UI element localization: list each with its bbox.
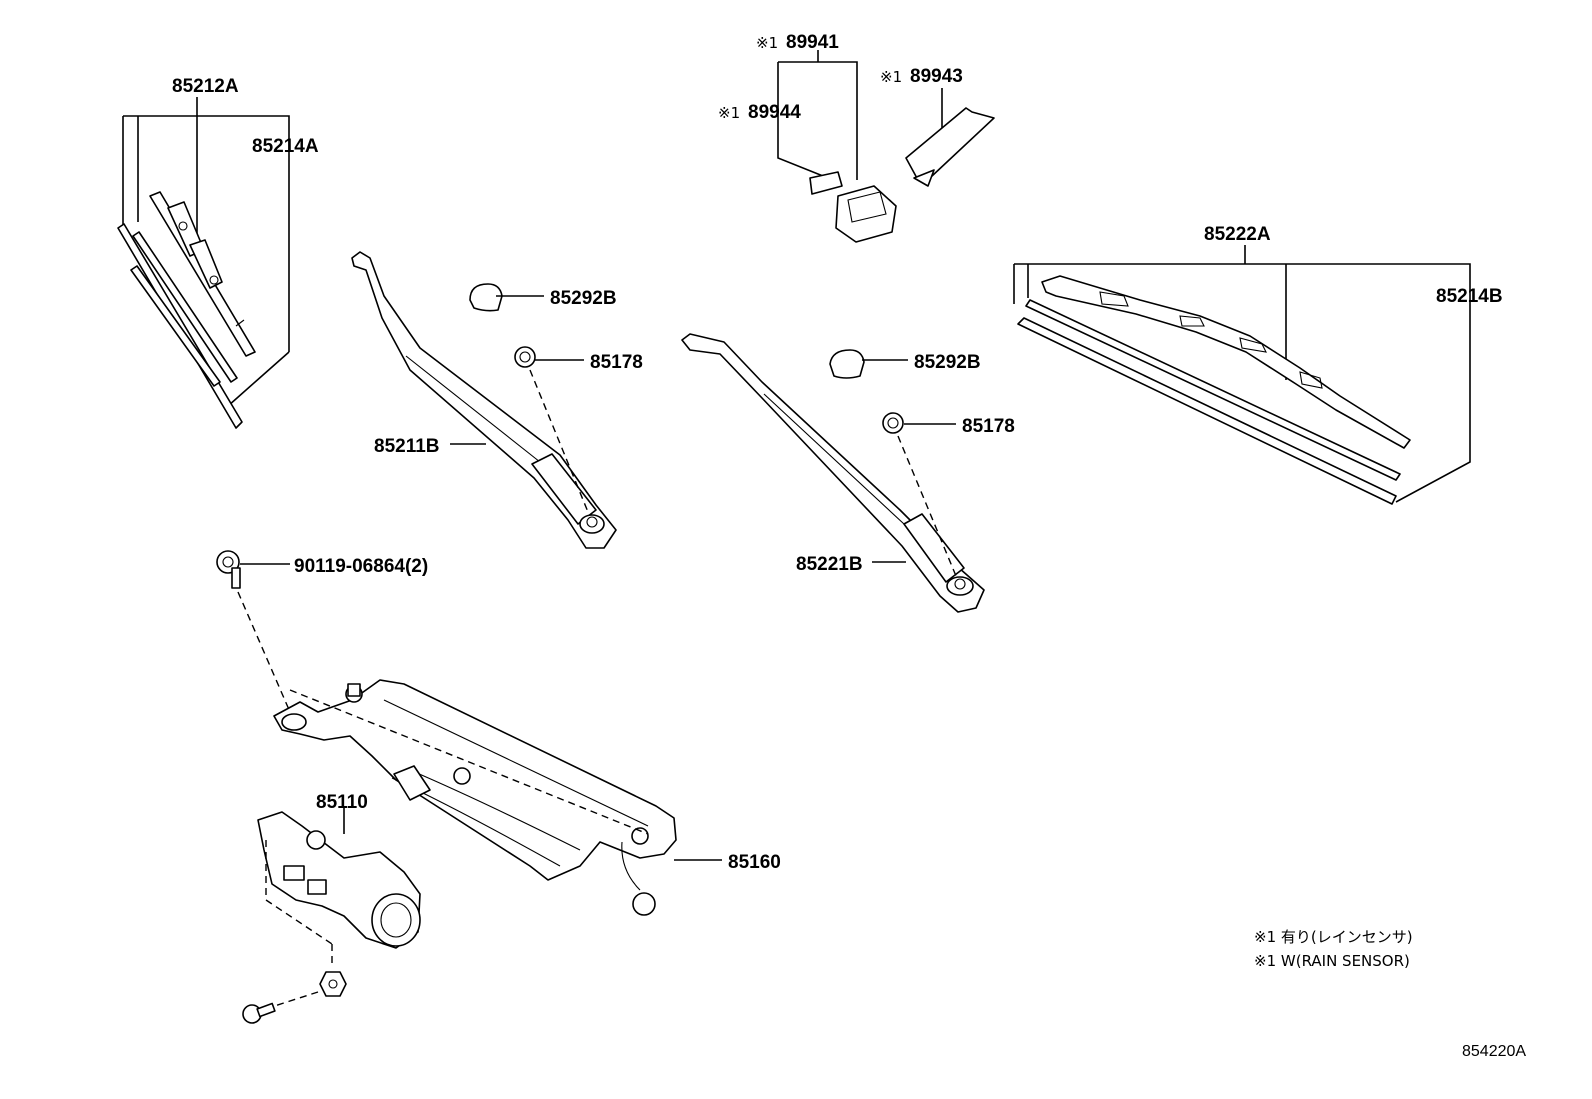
left-arm-nut — [514, 346, 536, 368]
label-85212A: 85212A — [172, 76, 239, 97]
right-arm-cap — [829, 349, 865, 379]
label-89944: 89944 — [748, 102, 801, 123]
label-85211B: 85211B — [374, 436, 440, 457]
mark-89941: ※1 — [756, 34, 778, 52]
note-rain-sensor-jp: ※1 有り(レインセンサ) — [1254, 928, 1413, 946]
label-85160: 85160 — [728, 852, 781, 873]
wiper-linkage — [273, 679, 677, 916]
label-90119-06864: 90119-06864(2) — [294, 556, 428, 577]
left-wiper-arm — [351, 251, 617, 549]
right-wiper-blade — [1013, 245, 1471, 505]
mark-89943: ※1 — [880, 68, 902, 86]
label-89943: 89943 — [910, 66, 963, 87]
wiper-motor — [257, 808, 421, 949]
note-rain-sensor-en: ※1 W(RAIN SENSOR) — [1254, 952, 1410, 970]
label-85178-right: 85178 — [962, 416, 1015, 437]
right-wiper-arm — [681, 333, 985, 613]
label-85178-left: 85178 — [590, 352, 643, 373]
left-wiper-blade — [117, 97, 290, 429]
mark-89944: ※1 — [718, 104, 740, 122]
leader-lines — [240, 295, 956, 861]
label-89941: 89941 — [786, 32, 839, 53]
label-85214B: 85214B — [1436, 286, 1503, 307]
left-arm-cap — [469, 283, 503, 312]
motor-bolt — [242, 1002, 276, 1024]
mounting-bolt — [216, 550, 241, 589]
right-arm-nut — [882, 412, 904, 434]
label-85292B-left: 85292B — [550, 288, 617, 309]
motor-nut — [319, 971, 347, 997]
label-85221B: 85221B — [796, 554, 863, 575]
label-85222A: 85222A — [1204, 224, 1271, 245]
label-85110: 85110 — [316, 792, 368, 813]
label-85214A: 85214A — [252, 136, 319, 157]
diagram-code: 854220A — [1462, 1043, 1526, 1060]
rain-sensor-parts — [777, 50, 995, 243]
label-85292B-right: 85292B — [914, 352, 981, 373]
